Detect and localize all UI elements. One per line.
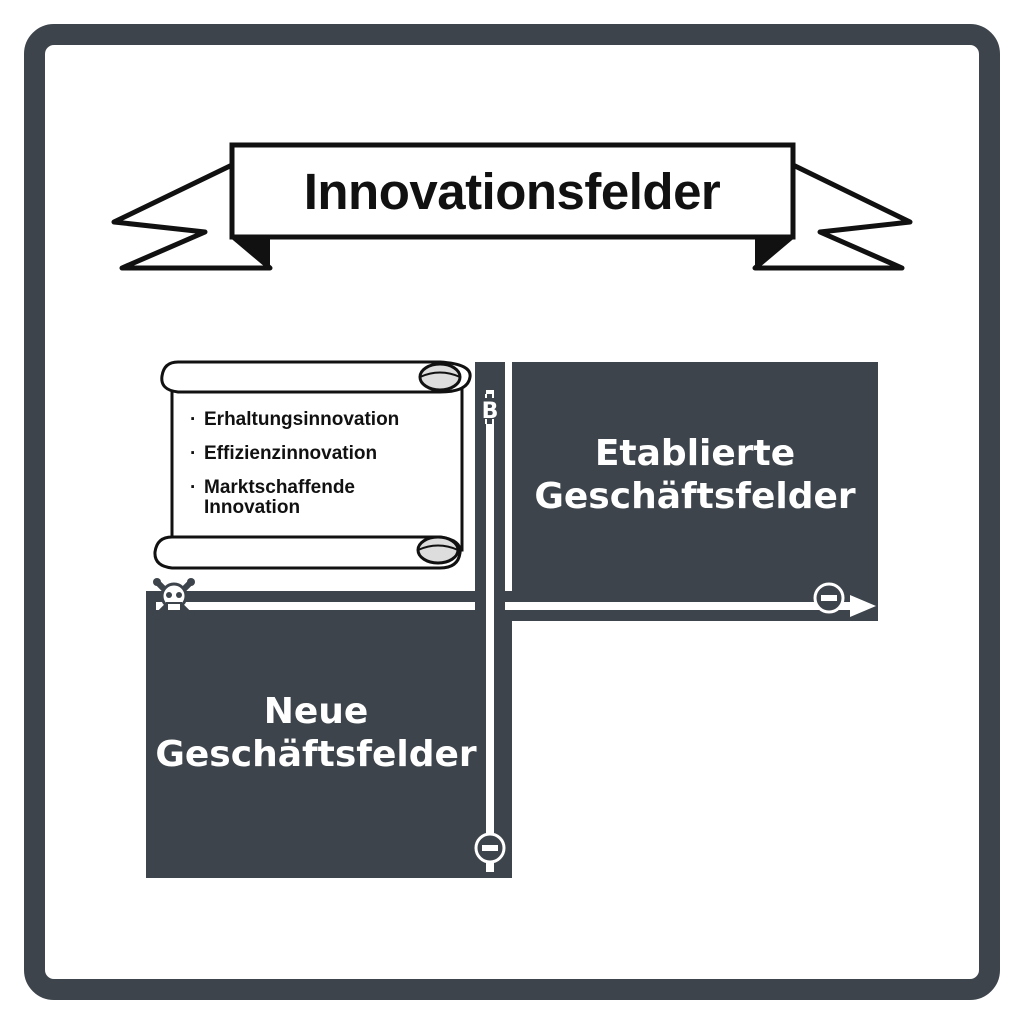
quadrant-etablierte-line2: Geschäftsfelder xyxy=(534,476,856,518)
quadrant-neue-line1: Neue xyxy=(263,691,369,732)
list-item: · Effizienzinnovation xyxy=(190,442,460,464)
banner-ribbon xyxy=(111,142,913,271)
svg-text:B: B xyxy=(482,399,499,424)
scroll xyxy=(153,360,472,570)
list-item-label: Marktschaffende Innovation xyxy=(204,476,355,518)
bullet: · xyxy=(190,442,197,464)
minus-circle-icon-right xyxy=(813,582,845,614)
list-item: · Marktschaffende Innovation xyxy=(190,476,460,518)
quadrant-neue xyxy=(146,620,512,878)
scroll-body xyxy=(170,373,464,552)
horizontal-axis-arrowhead xyxy=(850,595,876,617)
vertical-axis-arrowhead xyxy=(479,362,501,388)
scroll-bottom-roll xyxy=(153,535,462,570)
minus-circle-icon-bottom xyxy=(474,832,506,864)
bitcoin-icon: B xyxy=(478,394,502,424)
page-title: Innovationsfelder xyxy=(303,162,721,220)
quadrant-etablierte xyxy=(512,362,878,620)
scroll-list: · Erhaltungsinnovation · Effizienzinnova… xyxy=(190,410,460,532)
banner-left-fold xyxy=(232,236,270,268)
quadrant-neue-line2: Geschäftsfelder xyxy=(155,734,477,776)
list-item-label: Erhaltungsinnovation xyxy=(204,409,400,430)
banner-right-fold xyxy=(755,236,793,268)
list-item: · Erhaltungsinnovation xyxy=(190,410,460,430)
skull-crossbones-icon xyxy=(153,578,195,620)
bullet: · xyxy=(190,409,197,430)
scroll-top-roll xyxy=(160,360,472,394)
banner-panel xyxy=(229,142,796,240)
quadrant-neue-label: Neue Geschäftsfelder xyxy=(146,690,486,776)
quadrant-etablierte-label: Etablierte Geschäftsfelder xyxy=(512,432,878,518)
bullet: · xyxy=(190,476,197,498)
list-item-label: Effizienzinnovation xyxy=(204,442,378,464)
quadrant-etablierte-line1: Etablierte xyxy=(594,433,796,474)
